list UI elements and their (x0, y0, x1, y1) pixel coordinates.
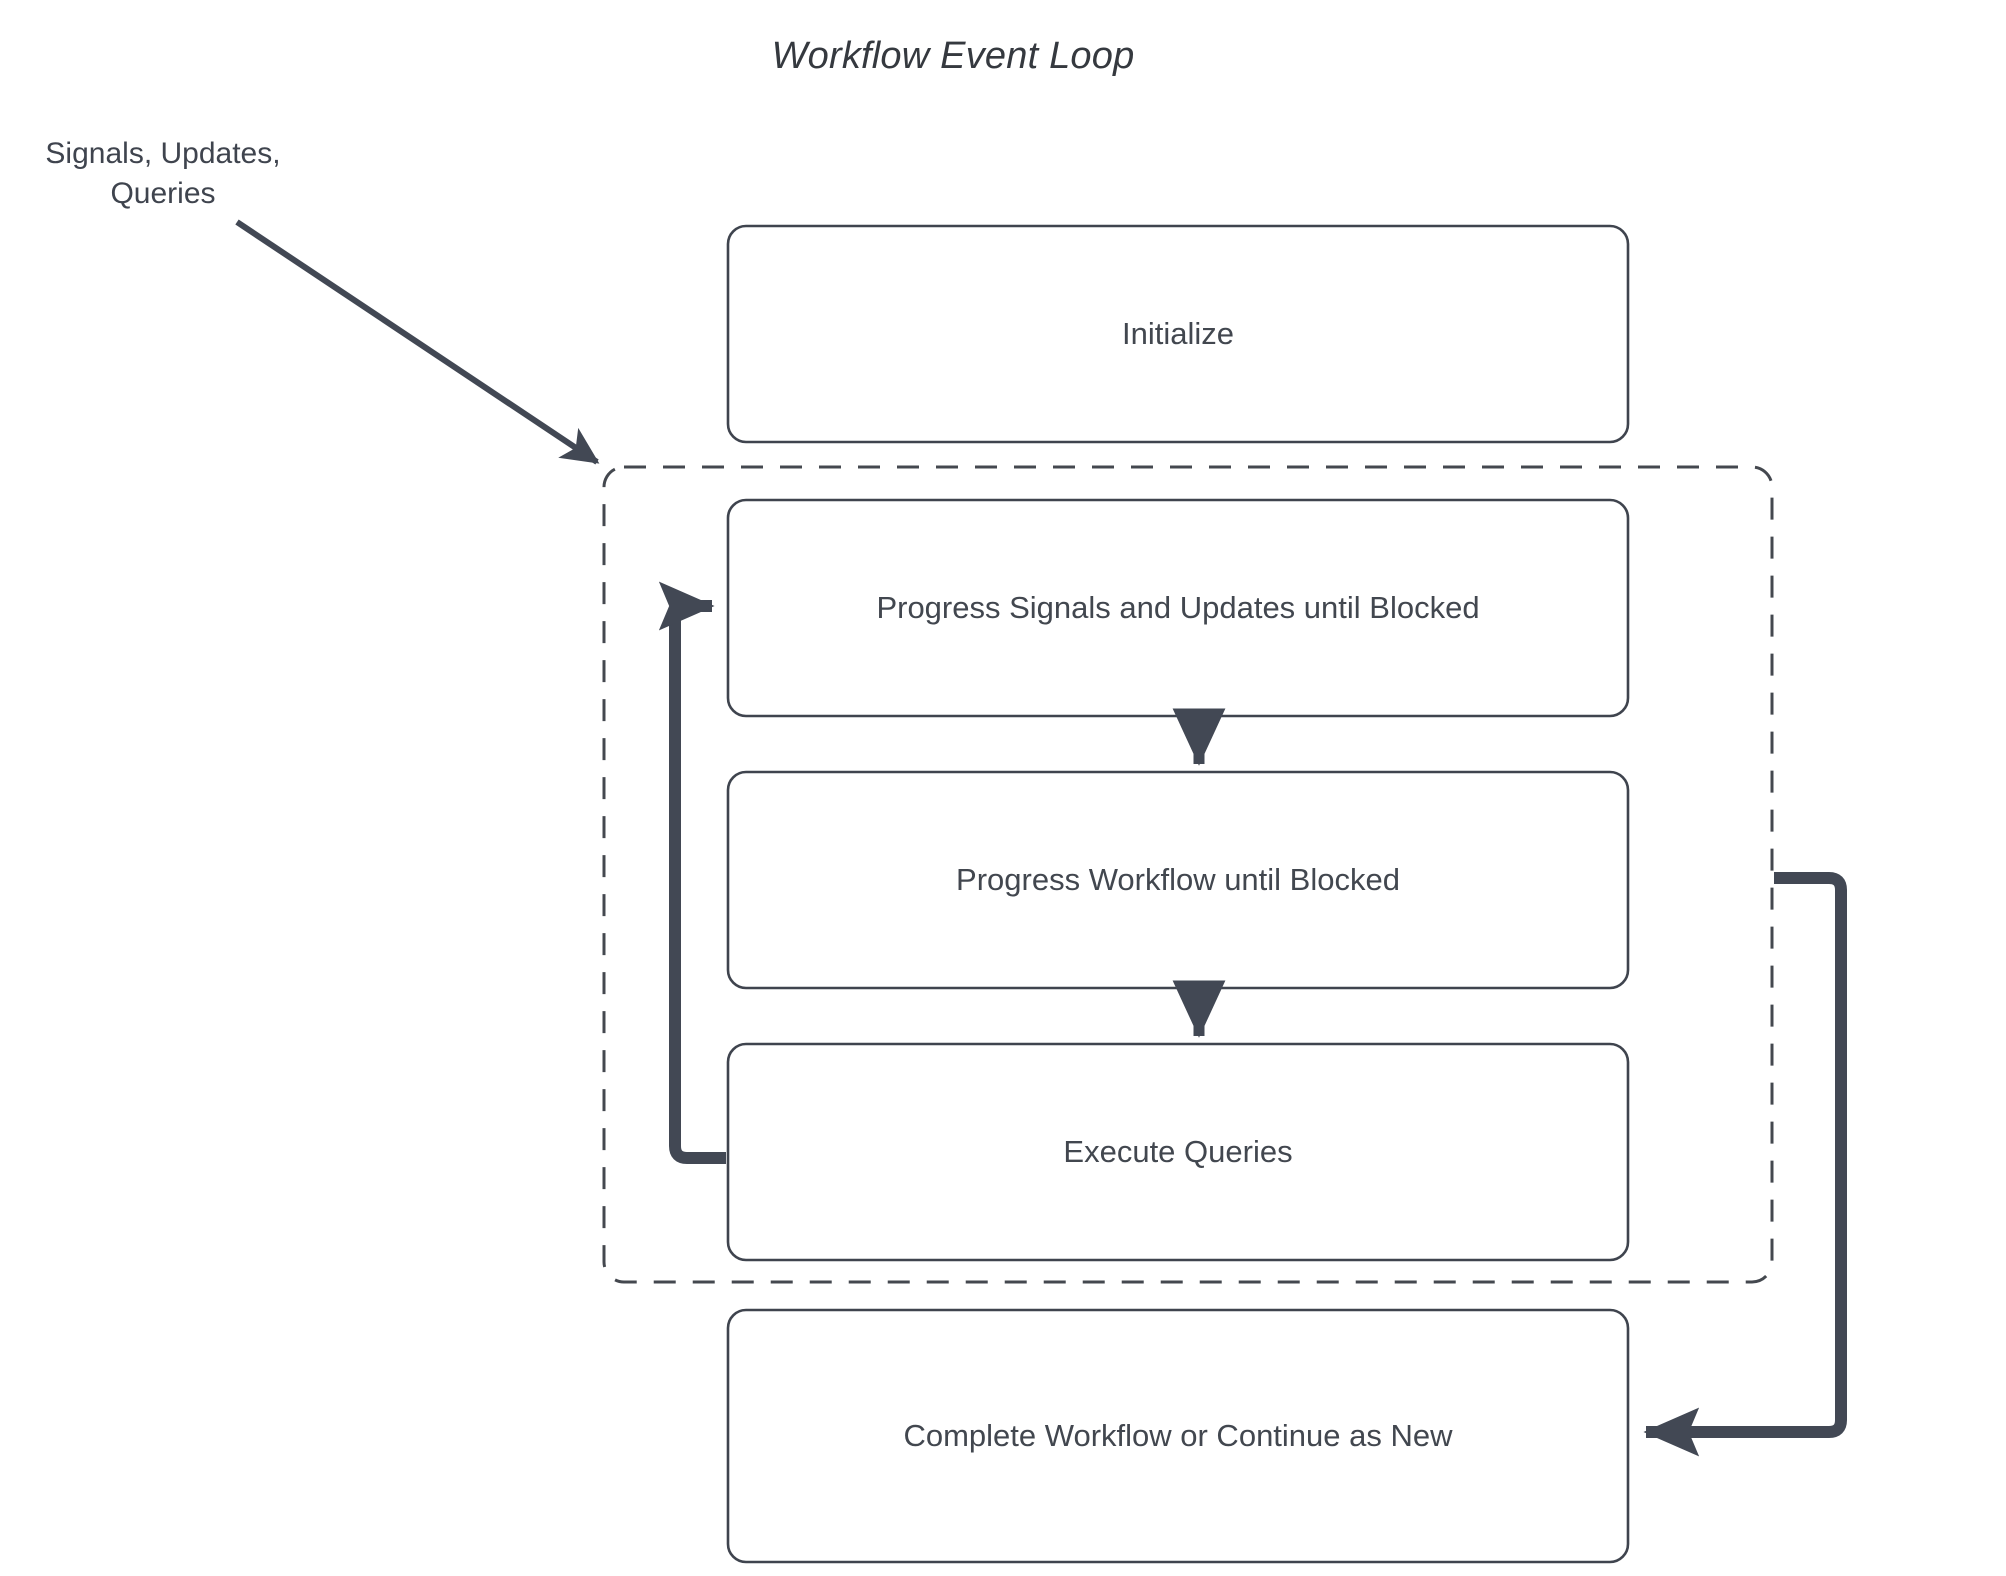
node-box-execute-queries[interactable] (726, 1042, 1630, 1262)
node-label-progress-workflow[interactable]: Progress Workflow until Blocked (956, 862, 1400, 897)
node-box-complete-workflow[interactable] (726, 1308, 1630, 1564)
external-input-label-line1: Signals, Updates, (45, 137, 281, 171)
edge-external-input-to-loop (235, 219, 600, 465)
node-label-execute-queries[interactable]: Execute Queries (1063, 1134, 1293, 1169)
event-loop-dashed-container (602, 465, 1774, 1284)
external-input-label: Signals, Updates, Queries (18, 132, 308, 216)
node-label-initialize[interactable]: Initialize (1122, 316, 1234, 351)
edge-loop-to-complete (1643, 872, 1847, 1457)
diagram-title: Workflow Event Loop (771, 34, 1135, 77)
external-input-label-line2: Queries (110, 177, 216, 210)
node-label-progress-signals[interactable]: Progress Signals and Updates until Block… (876, 590, 1480, 625)
edge-queries-back-to-signals (658, 581, 726, 1164)
node-box-initialize[interactable] (726, 224, 1630, 444)
node-label-complete-workflow[interactable]: Complete Workflow or Continue as New (903, 1418, 1453, 1453)
